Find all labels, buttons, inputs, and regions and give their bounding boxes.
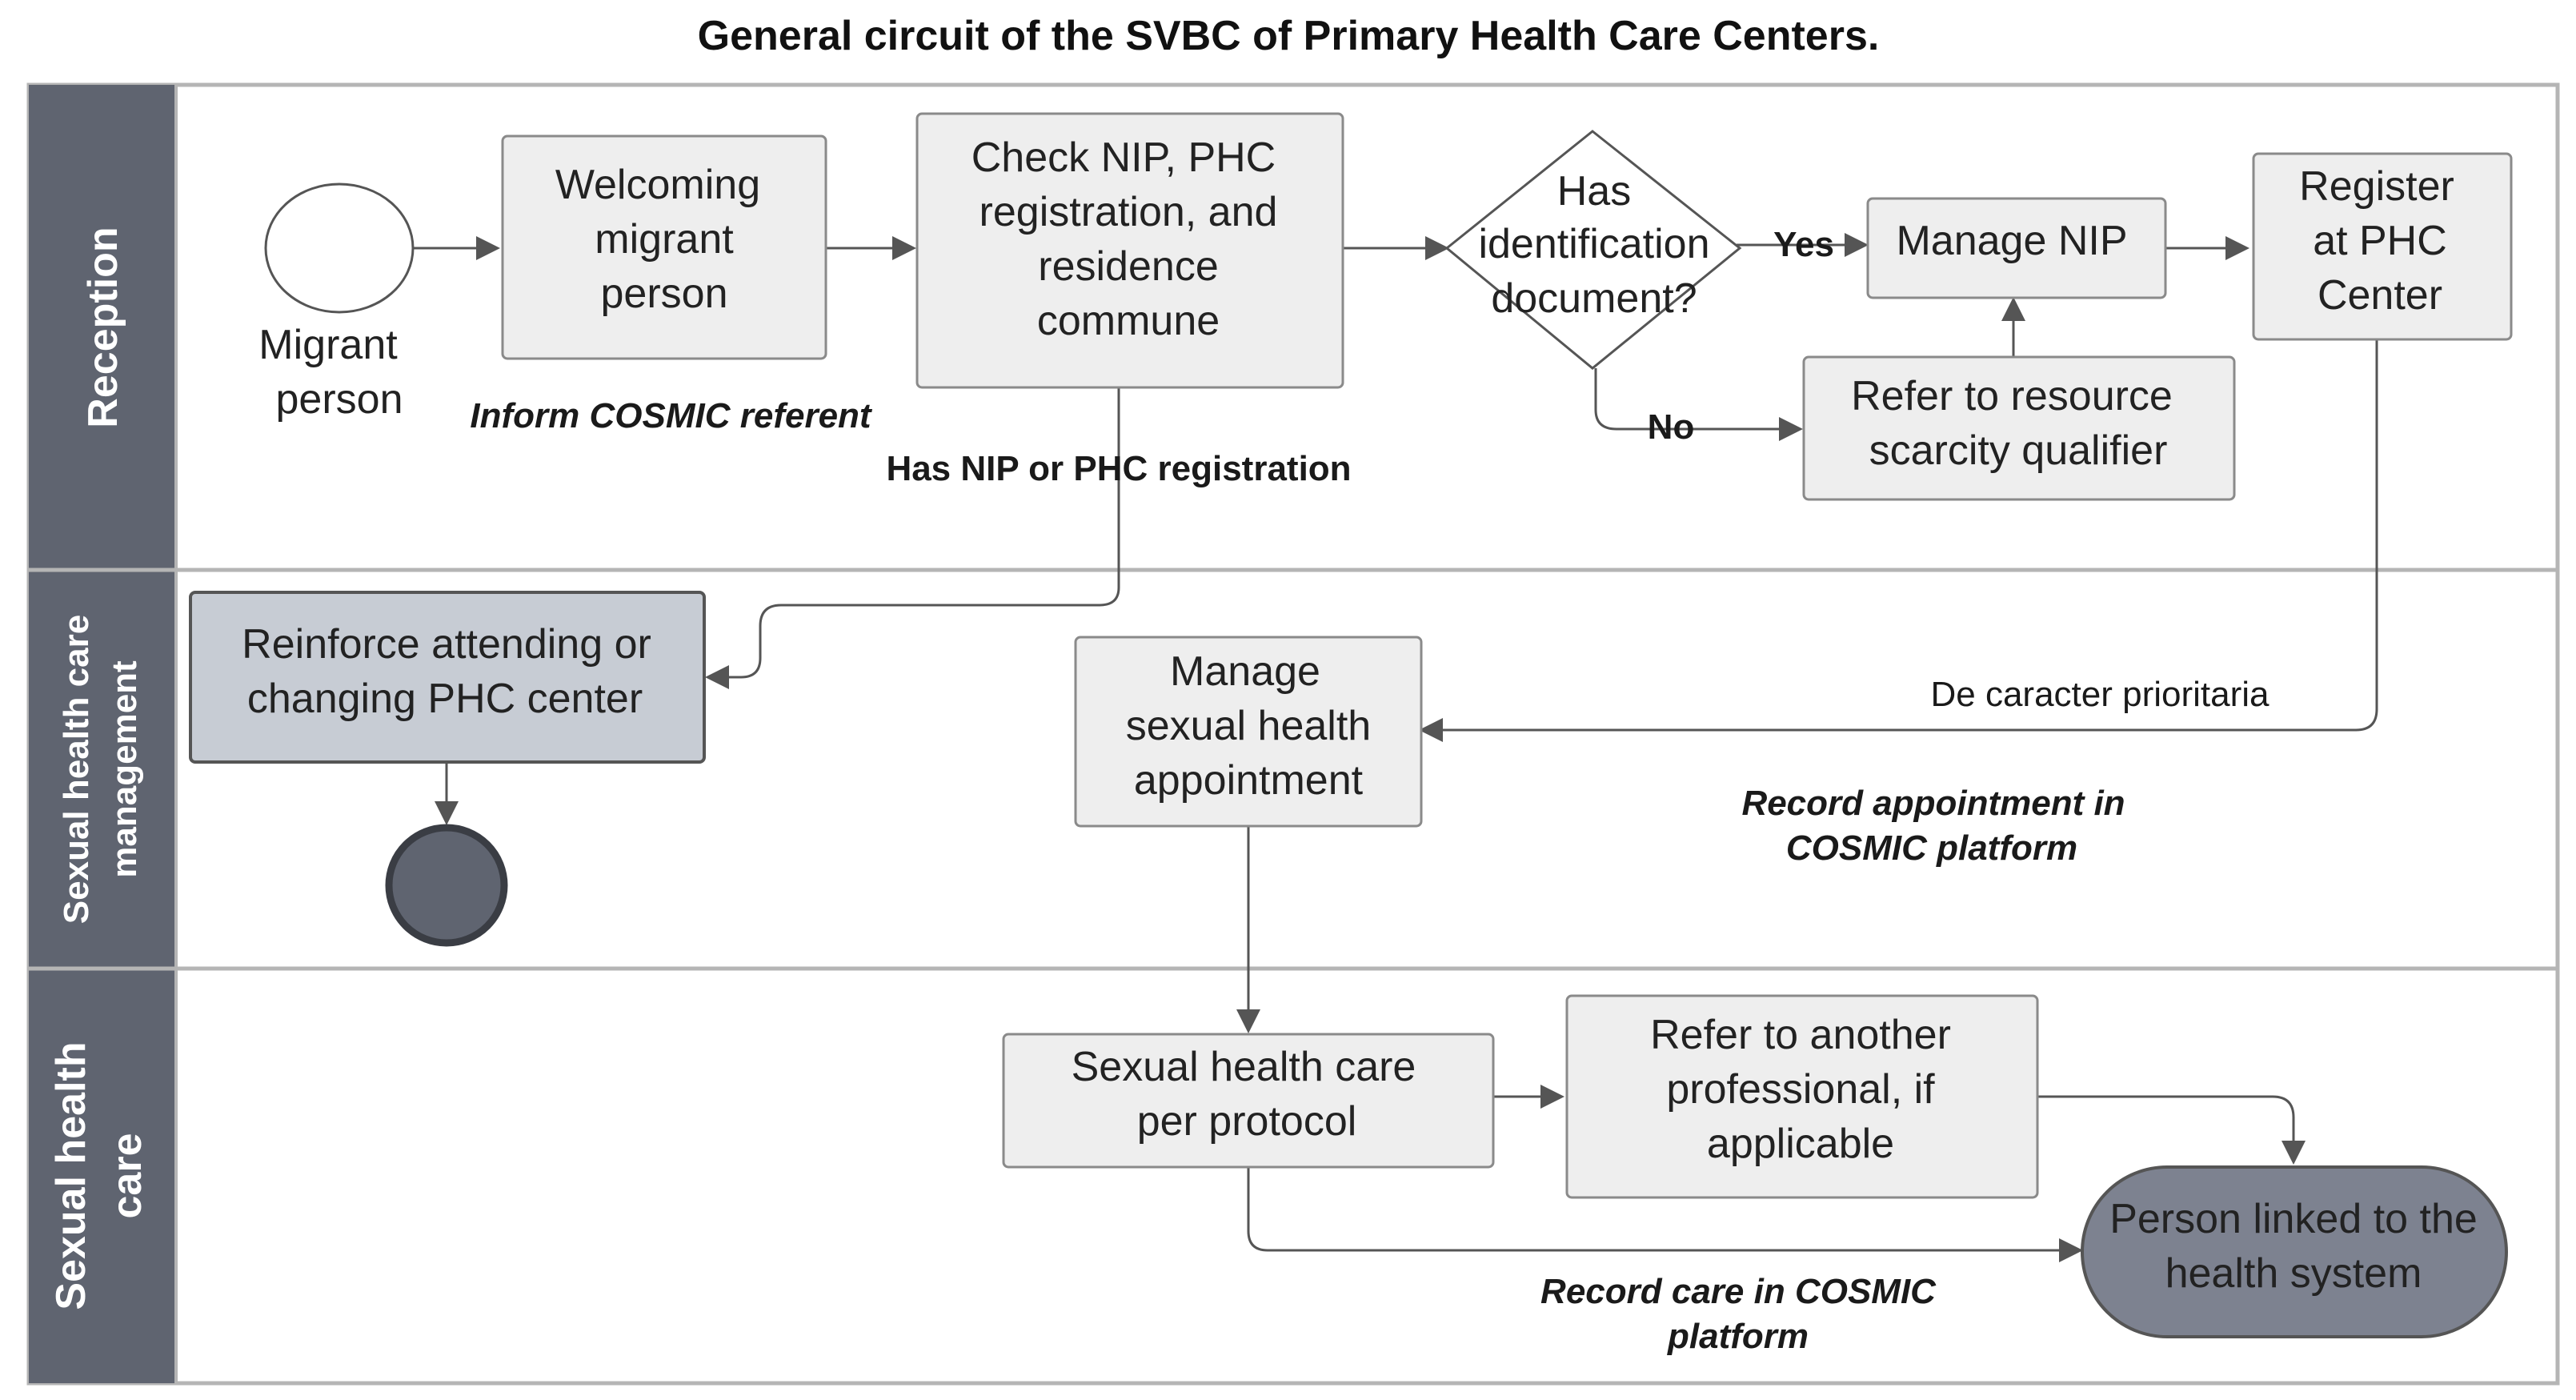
task-refer-professional [1565, 994, 2039, 1199]
task-reinforce-line: Reinforce attending or [242, 621, 651, 668]
edge-refer-linked [2037, 1095, 2306, 1165]
task-check-nip [915, 112, 1344, 389]
task-manage-appointment-line: sexual health [1126, 703, 1371, 749]
task-welcoming-text: Welcoming migrant person [555, 162, 760, 317]
task-check-nip-text: Check NIP, PHC registration, and residen… [972, 134, 1278, 344]
label-priority: De caracter prioritaria [1930, 675, 2270, 714]
task-check-nip-line: residence [1038, 243, 1218, 290]
task-refer-resource [1802, 355, 2236, 501]
task-refer-resource-line: scarcity qualifier [1869, 427, 2168, 474]
edge-care-linked [1247, 1167, 2083, 1262]
terminal-linked-text: Person linked to the health system [2109, 1196, 2478, 1297]
task-care-protocol-text: Sexual health care per protocol [1072, 1044, 1416, 1145]
task-register-phc-line: at PHC [2313, 218, 2447, 264]
lane-label-management-2: management [105, 660, 144, 878]
label-record-appointment: Record appointment in [1741, 784, 2125, 823]
task-manage-appointment-line: appointment [1134, 757, 1364, 804]
label-no: No [1648, 407, 1695, 447]
label-record-appointment: COSMIC platform [1786, 828, 2077, 868]
gateway-has-id-line: document? [1491, 275, 1697, 322]
lane-header-care [29, 969, 176, 1383]
label-inform-cosmic: Inform COSMIC referent [470, 396, 873, 435]
lane-header-reception [29, 85, 176, 570]
lane-header-management [29, 570, 176, 969]
start-event-label-1: Migrant [258, 322, 398, 368]
gateway-has-id-line: identification [1478, 221, 1709, 267]
task-welcoming [501, 134, 827, 360]
task-manage-nip-label: Manage NIP [1896, 218, 2127, 264]
start-event-label-2: person [276, 376, 403, 423]
label-record-care: platform [1667, 1317, 1809, 1356]
task-manage-appointment-line: Manage [1170, 648, 1320, 695]
diagram-title: General circuit of the SVBC of Primary H… [698, 13, 1880, 59]
edge-check-reinforce [705, 387, 1120, 689]
task-care-protocol-line: per protocol [1137, 1098, 1357, 1145]
task-welcoming-line: person [601, 271, 728, 317]
edge-decision-no [1594, 368, 1803, 441]
task-register-phc [2252, 152, 2513, 341]
lane-label-care-1: Sexual health [48, 1041, 94, 1310]
task-care-protocol-line: Sexual health care [1072, 1044, 1416, 1090]
terminal-linked-line: health system [2165, 1250, 2422, 1297]
task-care-protocol [1002, 1033, 1495, 1169]
task-check-nip-line: Check NIP, PHC [972, 134, 1276, 181]
task-reinforce [189, 591, 706, 764]
lane-label-care-2: care [104, 1133, 150, 1219]
task-manage-appointment [1074, 636, 1423, 828]
label-record-care: Record care in COSMIC [1540, 1272, 1937, 1311]
task-welcoming-line: Welcoming [555, 162, 760, 208]
gateway-has-id-line: Has [1557, 168, 1631, 215]
task-refer-professional-line: applicable [1707, 1121, 1894, 1167]
task-refer-professional-text: Refer to another professional, if applic… [1650, 1012, 1951, 1167]
end-event [385, 824, 508, 947]
task-refer-professional-line: professional, if [1666, 1066, 1935, 1113]
task-register-phc-line: Center [2318, 272, 2442, 319]
terminal-linked [2081, 1165, 2508, 1338]
task-register-phc-text: Register at PHC Center [2299, 163, 2454, 319]
task-refer-resource-line: Refer to resource [1851, 373, 2173, 419]
task-manage-nip [1866, 197, 2167, 299]
task-refer-professional-line: Refer to another [1650, 1012, 1951, 1058]
task-manage-appointment-text: Manage sexual health appointment [1126, 648, 1371, 804]
task-check-nip-line: registration, and [980, 189, 1278, 235]
edge-register-appointment [1419, 339, 2378, 742]
task-register-phc-line: Register [2299, 163, 2454, 210]
gateway-has-id-text: Has identification document? [1478, 168, 1709, 322]
gateway-has-id [1444, 130, 1742, 370]
terminal-linked-line: Person linked to the [2109, 1196, 2478, 1242]
task-reinforce-text: Reinforce attending or changing PHC cent… [242, 621, 651, 722]
task-reinforce-line: changing PHC center [247, 676, 643, 722]
task-welcoming-line: migrant [595, 216, 734, 263]
lane-label-reception: Reception [80, 227, 126, 427]
start-event [264, 183, 415, 314]
label-has-nip: Has NIP or PHC registration [886, 449, 1351, 488]
task-check-nip-line: commune [1037, 298, 1220, 344]
lane-label-management-1: Sexual health care [57, 615, 96, 924]
label-yes: Yes [1773, 225, 1834, 264]
task-refer-resource-text: Refer to resource scarcity qualifier [1851, 373, 2173, 474]
